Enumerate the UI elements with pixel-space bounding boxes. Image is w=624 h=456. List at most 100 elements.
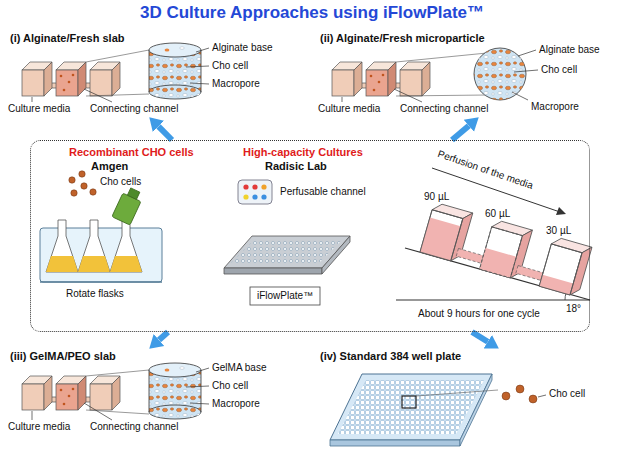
shaker-flasks: [110, 220, 142, 272]
part-label: Cho cell: [541, 64, 577, 76]
well-plate-iv: [538, 395, 546, 397]
slab-culture-i: [196, 48, 209, 52]
iflowplate-figure: [224, 180, 350, 305]
shaker-flasks: [127, 188, 139, 199]
iflowplate-figure: [224, 268, 322, 274]
part-label: Cho cell: [212, 60, 248, 72]
flow-arrow: [472, 332, 488, 342]
volume-label: 90 µL: [424, 191, 449, 203]
flow-label: Perfusion of the media: [436, 148, 535, 192]
part-label: Alginate base: [212, 42, 273, 54]
microparticle-culture-ii: [342, 97, 343, 102]
slab-culture-iii: [190, 403, 209, 404]
diagram-title: 3D Culture Approaches using iFlowPlate™: [0, 3, 624, 23]
perfusion-tilt-figure: [570, 245, 592, 297]
shaker-flasks: [46, 220, 78, 272]
part-label: Cho cells: [100, 176, 141, 188]
slab-culture-i: [86, 50, 149, 62]
shaker-flasks: [40, 171, 162, 282]
microparticle-culture-ii: [512, 92, 528, 100]
slab-culture-iii: [84, 403, 112, 420]
volume-label: 60 µL: [485, 208, 510, 220]
panel-heading: (i) Alginate/Fresh slab: [10, 32, 125, 44]
part-label: Cho cell: [212, 380, 248, 392]
angle-label: 18°: [566, 303, 581, 315]
slab-culture-i: [22, 43, 209, 102]
iflowplate-figure: [322, 236, 350, 274]
well-plate-iv: [416, 390, 498, 396]
slab-culture-iii: [86, 370, 149, 376]
microparticle-culture-ii: [518, 50, 536, 56]
microparticle-culture-ii: [396, 53, 487, 62]
slab-culture-iii: [186, 386, 209, 387]
part-label: Culture media: [8, 103, 70, 115]
flow-arrow: [159, 332, 168, 340]
slab-culture-i: [32, 97, 33, 102]
well-plate-iv: [516, 385, 524, 393]
iflowplate-figure: [261, 194, 266, 199]
part-label: Macropore: [212, 398, 260, 410]
dotted-group-box: Recombinant CHO cellsAmgen High-capacity …: [30, 140, 590, 332]
part-label: Connecting channel: [400, 103, 488, 115]
part-label: Cho cell: [549, 388, 585, 400]
microparticle-culture-ii: [396, 95, 487, 96]
shaker-flasks: [69, 177, 75, 183]
part-label: Culture media: [318, 103, 380, 115]
microparticle-culture-ii: [332, 62, 430, 96]
panel-heading: (ii) Alginate/Fresh microparticle: [320, 32, 485, 44]
slab-culture-iii: [86, 410, 149, 414]
slab-culture-iii: [22, 376, 120, 410]
slab-culture-i: [149, 43, 201, 99]
well-plate-iv: [330, 374, 546, 446]
slab-culture-iii: [22, 363, 209, 420]
perfusion-tilt-figure: [420, 210, 463, 261]
iflowplate-figure: [243, 184, 248, 189]
slab-culture-i: [190, 83, 209, 84]
perfusion-tilt-figure: [456, 248, 483, 263]
lab-name: Radisic Lab: [265, 160, 327, 172]
shaker-flasks: [40, 281, 162, 283]
shaker-flasks: [78, 256, 110, 272]
well-plate-iv: [402, 396, 416, 408]
group-heading: High-capacity Cultures: [243, 146, 363, 158]
well-plate-iv: [330, 440, 460, 446]
slab-culture-i: [84, 89, 112, 102]
group-heading: Recombinant CHO cells: [69, 146, 194, 158]
shaker-flasks: [110, 256, 142, 272]
part-label: Culture media: [8, 421, 70, 433]
flow-arrow: [452, 126, 469, 140]
slab-culture-i: [22, 62, 120, 96]
iflowplate-figure: [238, 180, 272, 204]
iflowplate-figure: [250, 287, 320, 305]
perfusion-tilt-figure: [480, 248, 517, 278]
well-plate-iv: [460, 374, 492, 446]
part-label: Connecting channel: [90, 421, 178, 433]
perfusion-tilt-figure: [539, 275, 573, 295]
iflowplate-figure: [243, 194, 248, 199]
part-label: iFlowPlate™: [257, 290, 313, 302]
well-plate-iv: [338, 380, 484, 434]
perfusion-tilt-figure: [420, 202, 592, 297]
iflowplate-figure: [261, 184, 266, 189]
slab-culture-iii: [149, 363, 201, 419]
iflowplate-figure: [252, 194, 257, 199]
slab-culture-iii: [196, 368, 209, 372]
well-plate-iv: [529, 395, 537, 403]
lab-name: Amgen: [91, 160, 128, 172]
part-label: Rotate flasks: [66, 288, 124, 300]
shaker-flasks: [79, 171, 85, 177]
panel-heading: (iii) GelMA/PEO slab: [10, 350, 116, 362]
volume-label: 30 µL: [546, 225, 571, 237]
shaker-flasks: [90, 189, 96, 195]
shaker-flasks: [78, 220, 110, 272]
part-label: Macropore: [531, 101, 579, 113]
perfusion-tilt-figure: [396, 168, 592, 300]
slab-culture-i: [186, 66, 209, 67]
shaker-flasks: [81, 183, 87, 189]
panel-box: (iv) Standard 384 well plate: [315, 348, 619, 452]
slab-culture-iii: [32, 411, 33, 420]
